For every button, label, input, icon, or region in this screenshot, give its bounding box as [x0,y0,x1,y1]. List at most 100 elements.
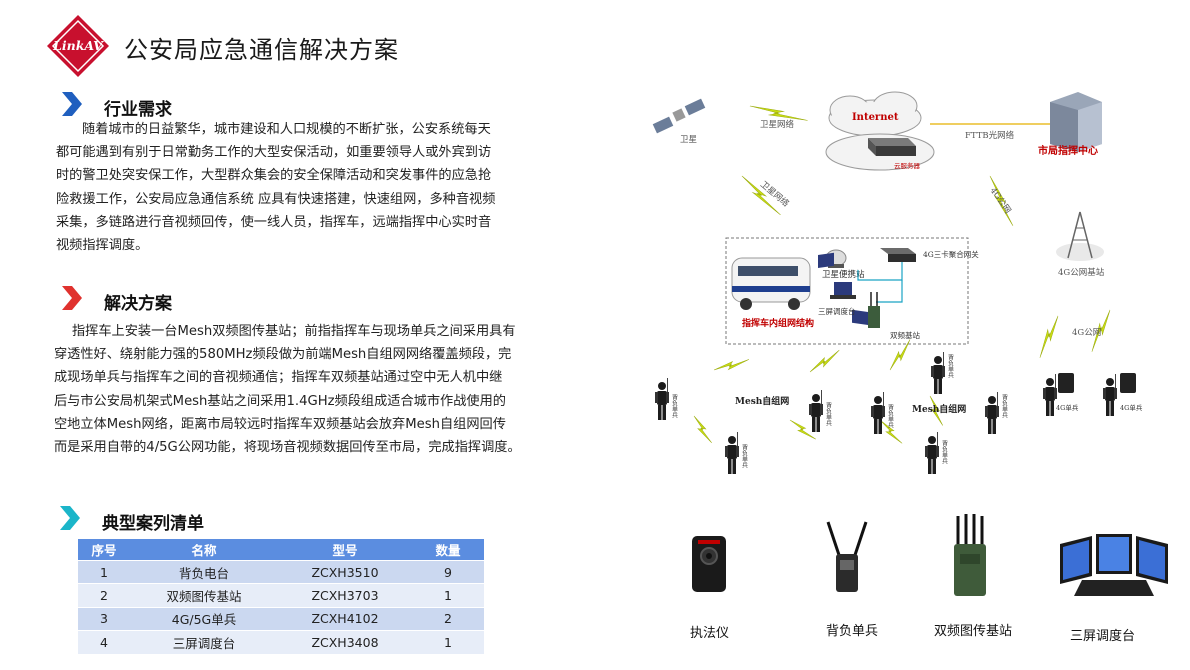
column-header: 数量 [412,539,484,561]
table-cell: 三屏调度台 [130,630,278,654]
label-vehicle-net: 指挥车内组网结构 [742,317,814,329]
label-console: 三屏调度台 [818,306,856,316]
soldier-icon [1103,374,1117,416]
product-label: 双频图传基站 [934,624,1013,639]
text-line: 险救援工作，公安局应急通信系统 应具有快速搭建，快速组网，多种音视频 [56,191,496,207]
wireless-link-icon [749,105,809,122]
table-cell: ZCXH3510 [278,559,412,584]
column-header: 型号 [278,539,412,561]
label-backpack: 背负单兵 [941,439,948,465]
label-backpack: 背负单兵 [1001,393,1008,419]
table-header-row: 序号 名称 型号 数量 [78,539,484,561]
page-title: 公安局应急通信解决方案 [124,36,399,64]
link-line [876,280,903,303]
text-line: 都可能遇到有别于日常勤务工作的大型安保活动，如重要领导人或外宾到访 [56,145,492,161]
column-header: 名称 [130,539,278,561]
body-camera-icon [1058,373,1074,393]
text-line: 随着城市的日益繁华，城市建设和人口规模的不断扩张，公安系统每天 [82,122,491,137]
label-4g-unit: 4G单兵 [1056,403,1079,412]
text-line: 时的警卫处突安保工作，大型群众集会的安全保障活动和突发事件的应急抢 [56,168,492,184]
table-cell: 双频图传基站 [130,583,278,608]
linkav-logo: LinkAV [47,15,109,77]
table-cell: 1 [412,630,484,654]
text-line: 后与市公安局机架式Mesh基站之间采用1.4GHz频段组成适合城市作战使用的 [54,393,506,409]
label-mesh-2: Mesh自组网 [912,403,966,415]
cell-tower-icon [1056,211,1104,261]
wireless-link-icon [1039,314,1059,360]
logo-text: LinkAV [52,38,104,53]
label-backpack: 背负单兵 [947,353,954,379]
label-sat-net-top: 卫星网络 [760,119,795,130]
soldier-icon [725,432,739,474]
label-fttb: FTTB光网络 [965,130,1015,141]
satellite-icon [652,98,706,134]
soldier-icon [871,392,885,434]
text-line: 成现场单兵与指挥车之间的音视频通信；指挥车双频基站通过空中无人机中继 [54,370,503,386]
table-cell: 背负电台 [130,559,278,584]
label-mesh-1: Mesh自组网 [735,395,789,407]
label-4g-unit: 4G单兵 [1120,403,1143,412]
soldier-icon [655,378,669,420]
vehicle-network-frame [725,237,969,345]
body-camera-icon [1120,373,1136,393]
label-backpack: 背负单兵 [825,401,832,427]
command-vehicle-icon [731,257,811,310]
dual-band-base-station-icon [954,514,986,596]
table-cell: 1 [78,559,130,584]
soldier-icon [1043,374,1057,416]
table-cell: ZCXH3703 [278,583,412,608]
chevron-right-icon [60,506,80,530]
product-label: 执法仪 [690,626,730,641]
product-label: 三屏调度台 [1070,629,1136,644]
server-icon [868,138,916,156]
text-line: 采集，多链路进行音视频回传，使一线人员，指挥车，远端指挥中心实时音 [56,214,492,230]
section-heading-industry: 行业需求 [104,100,172,120]
wireless-link-icon [686,415,720,444]
wireless-link-icon [713,348,750,382]
three-screen-console-icon [1060,534,1168,596]
label-4g-top: 4G公网 [988,186,1013,216]
text-line: 穿透性好、绕射能力强的580MHz频段做为前端Mesh自组网网络覆盖频段，完 [54,347,512,363]
table-row: 1 背负电台 ZCXH3510 9 [78,559,484,584]
label-hq: 市局指挥中心 [1038,144,1098,157]
table-cell: ZCXH3408 [278,630,412,654]
column-header: 序号 [78,539,130,561]
label-backpack: 背负单兵 [671,393,678,419]
product-label: 背负单兵 [826,624,879,639]
chevron-right-icon [62,92,82,116]
table-cell: 9 [412,559,484,584]
table-row: 2 双频图传基站 ZCXH3703 1 [78,583,484,608]
base-station-icon [868,292,880,328]
table-cell: 2 [412,606,484,631]
label-4g-tower: 4G公网基站 [1058,267,1105,278]
console-icon [818,252,868,326]
table-cell: ZCXH4102 [278,606,412,631]
internet-cloud-icon [825,91,935,171]
building-icon [1050,92,1102,152]
text-line: 空地立体Mesh网络，距离市局较远时指挥车双频基站会放弃Mesh自组网回传 [54,416,506,432]
soldier-icon [809,390,823,432]
table-cell: 2 [78,583,130,608]
soldier-icon [985,392,999,434]
soldier-icon [931,352,945,394]
text-line: 视频指挥调度。 [56,238,149,254]
case-table: 序号 名称 型号 数量 1 背负电台 ZCXH3510 9 2 双频图传基站 Z… [78,539,484,654]
industry-paragraph: 随着城市的日益繁华，城市建设和人口规模的不断扩张，公安系统每天 都可能遇到有别于… [56,118,495,257]
label-dual-base: 双频基站 [890,330,920,340]
text-line: 而是采用自带的4/5G公网功能，将现场音视频数据回传至市局，完成指挥调度。 [54,440,521,456]
chevron-right-icon [62,286,82,310]
section-heading-cases: 典型案列清单 [102,514,204,534]
label-4g-bottom: 4G公网 [1072,328,1101,338]
table-cell: 1 [412,583,484,608]
gateway-icon [880,248,916,262]
soldier-icon [925,432,939,474]
table-cell: 4 [78,630,130,654]
wireless-link-icon [889,336,911,373]
table-row: 4 三屏调度台 ZCXH3408 1 [78,630,484,654]
label-cloud-server: 云服务器 [894,161,921,170]
network-diagram: 卫星 卫星网络 卫星网络 Internet 云服务器 FTTB光网络 市局指挥中… [652,91,1143,474]
body-camera-icon [692,536,726,592]
label-sat-portable: 卫星便携站 [822,269,865,280]
wireless-link-icon [809,342,840,380]
label-backpack: 背负单兵 [741,443,748,469]
